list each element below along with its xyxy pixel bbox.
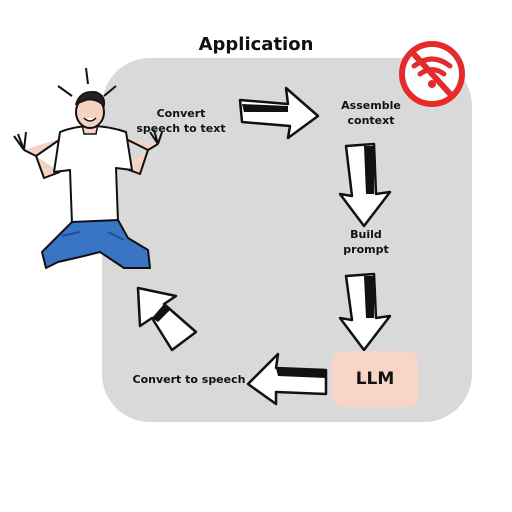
arrow-left-icon (246, 352, 328, 406)
no-wifi-icon (399, 41, 465, 107)
step-build-prompt: Build prompt (343, 228, 389, 256)
step-assemble-context: Assemble context (341, 99, 401, 127)
step-convert-speech-to-text: Convert speech to text (136, 107, 226, 135)
arrow-down-icon (338, 142, 392, 228)
llm-label: LLM (355, 369, 395, 389)
arrow-up-icon (136, 286, 198, 352)
arrow-right-icon (238, 86, 320, 140)
arrow-down-icon-2 (338, 272, 392, 352)
diagram-title: Application (198, 34, 314, 55)
frustrated-person-illustration (13, 67, 163, 269)
llm-box: LLM (332, 351, 418, 407)
step-convert-to-speech: Convert to speech (132, 373, 246, 386)
